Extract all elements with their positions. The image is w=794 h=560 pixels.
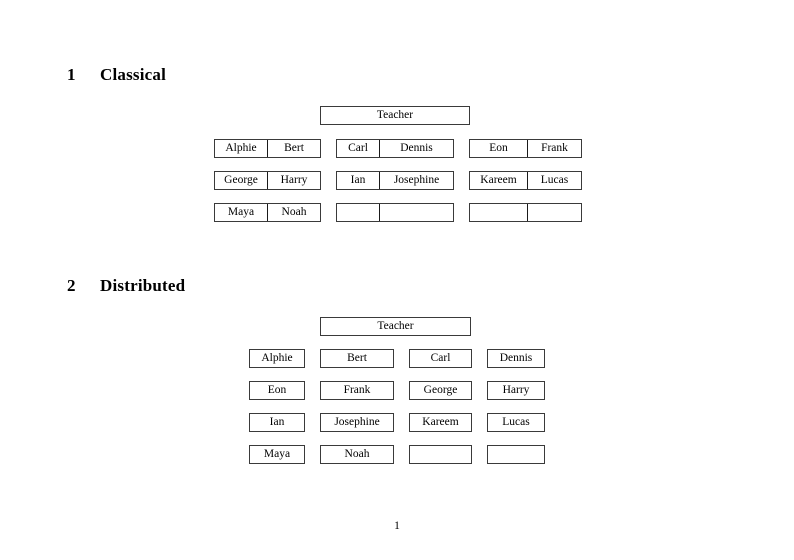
classical-group-middle-row-0: Carl Dennis xyxy=(336,139,454,158)
distributed-cell: Frank xyxy=(320,381,394,400)
table-cell: Josephine xyxy=(379,172,453,189)
distributed-cell: Kareem xyxy=(409,413,472,432)
table-cell: Bert xyxy=(267,140,320,157)
table-cell: Carl xyxy=(348,141,368,154)
table-cell: George xyxy=(224,173,258,186)
table-cell: Ian xyxy=(350,173,366,186)
section-heading-classical: 1 Classical xyxy=(67,65,166,85)
table-cell: Alphie xyxy=(225,141,257,154)
classical-group-left-row-1: George Harry xyxy=(214,171,321,190)
classical-group-left-row-0: Alphie Bert xyxy=(214,139,321,158)
section-title: Classical xyxy=(100,65,167,84)
distributed-cell: Lucas xyxy=(487,413,545,432)
classical-group-right-row-0: Eon Frank xyxy=(469,139,582,158)
table-cell: Harry xyxy=(267,172,320,189)
table-cell: Kareem xyxy=(480,173,517,186)
distributed-cell: Dennis xyxy=(487,349,545,368)
table-cell: Noah xyxy=(267,204,320,221)
distributed-cell: Bert xyxy=(320,349,394,368)
distributed-cell: Harry xyxy=(487,381,545,400)
distributed-cell: Noah xyxy=(320,445,394,464)
table-cell-empty xyxy=(379,204,453,221)
distributed-cell-empty xyxy=(409,445,472,464)
classical-group-right-row-1: Kareem Lucas xyxy=(469,171,582,190)
page-number: 1 xyxy=(394,520,400,532)
distributed-cell: Maya xyxy=(249,445,305,464)
classical-group-right-row-2 xyxy=(469,203,582,222)
table-cell-empty xyxy=(337,204,379,221)
section-number: 2 xyxy=(67,276,76,295)
table-cell: Maya xyxy=(227,205,255,218)
table-cell: Lucas xyxy=(527,172,581,189)
table-cell: Frank xyxy=(527,140,581,157)
section-heading-distributed: 2 Distributed xyxy=(67,276,185,296)
distributed-cell: Josephine xyxy=(320,413,394,432)
section-number: 1 xyxy=(67,65,76,84)
classical-teacher-box: Teacher xyxy=(320,106,470,125)
table-cell-empty xyxy=(527,204,581,221)
distributed-cell: Carl xyxy=(409,349,472,368)
table-cell-empty xyxy=(470,204,527,221)
distributed-cell: Alphie xyxy=(249,349,305,368)
table-cell: Eon xyxy=(489,141,508,154)
distributed-teacher-box: Teacher xyxy=(320,317,471,336)
classical-group-left-row-2: Maya Noah xyxy=(214,203,321,222)
table-cell: Dennis xyxy=(379,140,453,157)
classical-group-middle-row-2 xyxy=(336,203,454,222)
distributed-cell-empty xyxy=(487,445,545,464)
distributed-cell: Ian xyxy=(249,413,305,432)
distributed-cell: Eon xyxy=(249,381,305,400)
classical-group-middle-row-1: Ian Josephine xyxy=(336,171,454,190)
section-title: Distributed xyxy=(100,276,186,295)
distributed-cell: George xyxy=(409,381,472,400)
